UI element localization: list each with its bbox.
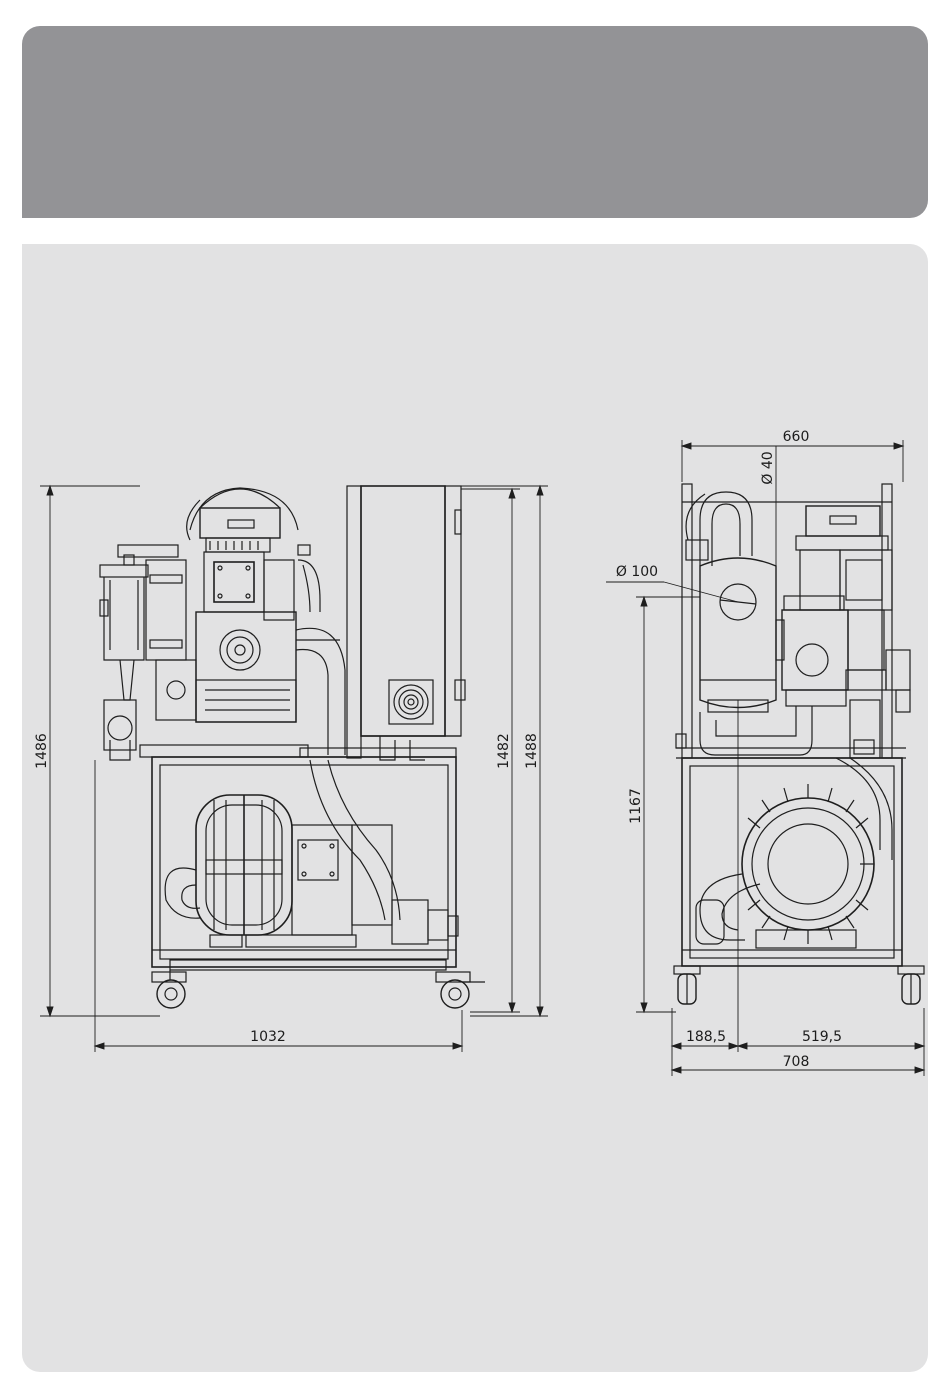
front-view (100, 486, 485, 1008)
side-view (674, 484, 924, 1004)
dim-front-width: 1032 (250, 1029, 286, 1045)
dim-pipe-dia-large: Ø 100 (616, 564, 658, 580)
dim-side-width-left: 188,5 (686, 1029, 726, 1045)
dim-front-height-frame: 1488 (524, 733, 540, 769)
dim-side-height-inlet: 1167 (628, 788, 644, 824)
dim-side-width-right: 519,5 (802, 1029, 842, 1045)
dim-side-width-top: 660 (783, 429, 810, 445)
dim-front-height-total: 1486 (34, 733, 50, 769)
dim-front-height-cabinet: 1482 (496, 733, 512, 769)
dim-side-width-total: 708 (783, 1054, 810, 1070)
dim-pipe-dia-small: Ø 40 (760, 451, 776, 484)
